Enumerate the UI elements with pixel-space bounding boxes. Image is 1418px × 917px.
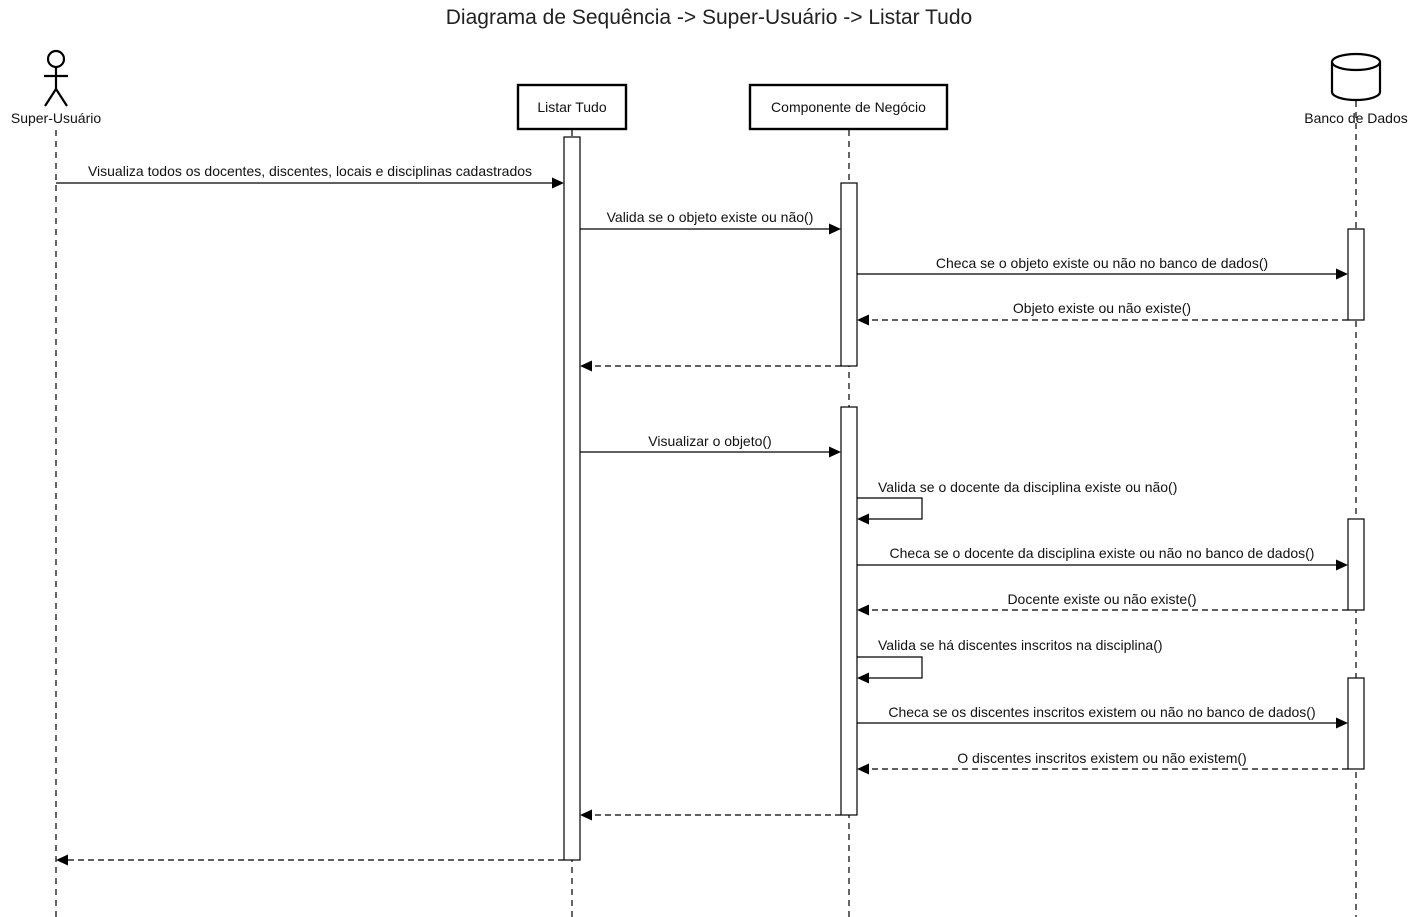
participant-listar-label: Listar Tudo bbox=[537, 99, 606, 115]
message-13 bbox=[56, 854, 564, 866]
message-1 bbox=[580, 223, 841, 235]
message-label-5: Visualizar o objeto() bbox=[648, 433, 771, 449]
stick-figure-icon bbox=[44, 49, 68, 107]
message-label-2: Checa se o objeto existe ou não no banco… bbox=[936, 255, 1268, 271]
participant-banco-label: Banco de Dados bbox=[1304, 110, 1408, 126]
message-label-11: O discentes inscritos existem ou não exi… bbox=[957, 750, 1246, 766]
participant-componente-label: Componente de Negócio bbox=[771, 99, 926, 115]
message-8 bbox=[857, 604, 1348, 616]
message-10 bbox=[857, 717, 1348, 729]
participant-actor-label: Super-Usuário bbox=[11, 110, 101, 126]
message-9 bbox=[857, 656, 923, 684]
message-0 bbox=[56, 177, 564, 189]
message-2 bbox=[857, 268, 1348, 280]
message-label-0: Visualiza todos os docentes, discentes, … bbox=[88, 163, 532, 179]
participant-componente-box bbox=[748, 83, 949, 131]
message-7 bbox=[857, 559, 1348, 571]
activation-componente-2 bbox=[840, 406, 858, 816]
message-5 bbox=[580, 446, 841, 458]
message-6 bbox=[857, 497, 923, 525]
message-4 bbox=[580, 360, 841, 372]
message-label-6: Valida se o docente da disciplina existe… bbox=[878, 479, 1177, 495]
activation-banco-2 bbox=[1347, 518, 1365, 611]
message-label-10: Checa se os discentes inscritos existem … bbox=[888, 704, 1315, 720]
participant-listar-box bbox=[516, 83, 628, 131]
activation-listar bbox=[563, 136, 581, 861]
message-label-7: Checa se o docente da disciplina existe … bbox=[890, 545, 1315, 561]
message-label-3: Objeto existe ou não existe() bbox=[1013, 300, 1191, 316]
message-label-1: Valida se o objeto existe ou não() bbox=[607, 209, 814, 225]
message-label-9: Valida se há discentes inscritos na disc… bbox=[878, 637, 1163, 653]
diagram-title: Diagrama de Sequência -> Super-Usuário -… bbox=[446, 6, 972, 29]
message-3 bbox=[857, 314, 1348, 326]
message-12 bbox=[580, 809, 841, 821]
activation-banco-3 bbox=[1347, 677, 1365, 770]
message-label-8: Docente existe ou não existe() bbox=[1007, 591, 1196, 607]
message-11 bbox=[857, 763, 1348, 775]
activation-componente-1 bbox=[840, 182, 858, 367]
activation-banco-1 bbox=[1347, 228, 1365, 321]
database-cylinder-icon bbox=[1330, 52, 1382, 102]
